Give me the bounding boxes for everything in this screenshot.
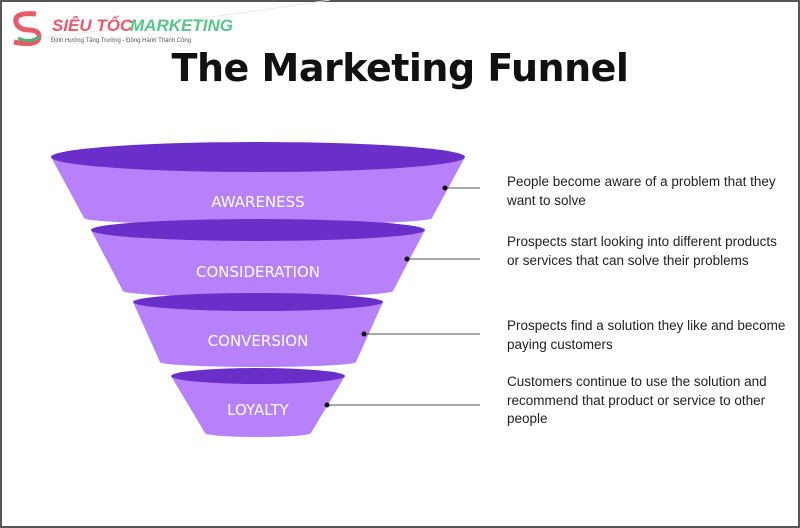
stage-description: Prospects start looking into different p… bbox=[507, 234, 777, 268]
stage-description: Prospects find a solution they like and … bbox=[507, 318, 786, 352]
funnel-body bbox=[91, 230, 425, 297]
funnel-body bbox=[133, 302, 383, 367]
connector-dot bbox=[361, 331, 367, 337]
funnel-rim bbox=[51, 142, 465, 172]
stage-label: CONVERSION bbox=[208, 332, 309, 350]
funnel-body bbox=[171, 376, 345, 437]
funnel-rim bbox=[91, 219, 425, 241]
page-title: The Marketing Funnel bbox=[171, 46, 629, 90]
logo-swoosh bbox=[19, 0, 331, 41]
stage-description: People become aware of a problem that th… bbox=[507, 174, 776, 208]
funnel-body bbox=[51, 157, 465, 225]
stage-label: AWARENESS bbox=[211, 193, 304, 211]
connector-dot bbox=[404, 256, 410, 262]
logo-tagline: Định Hướng Tăng Trưởng - Đồng Hành Thành… bbox=[51, 37, 191, 44]
funnel-rim bbox=[171, 368, 345, 384]
logo-brand-b: MARKETING bbox=[130, 16, 233, 35]
funnel-stage-awareness: AWARENESS bbox=[51, 142, 480, 225]
stage-label: LOYALTY bbox=[227, 401, 290, 419]
connector-dot bbox=[324, 402, 330, 408]
funnel-stage-consideration: CONSIDERATION bbox=[91, 219, 480, 297]
funnel-stage-conversion: CONVERSION bbox=[133, 293, 480, 367]
funnel-rim bbox=[133, 293, 383, 311]
connector-dot bbox=[442, 185, 448, 191]
funnel-stage-loyalty: LOYALTY bbox=[171, 368, 480, 437]
stage-description: Customers continue to use the solution a… bbox=[507, 374, 767, 426]
logo-brand-a: SIÊU TỐC bbox=[52, 16, 133, 35]
logo-icon bbox=[13, 11, 42, 47]
stage-label: CONSIDERATION bbox=[196, 263, 320, 281]
